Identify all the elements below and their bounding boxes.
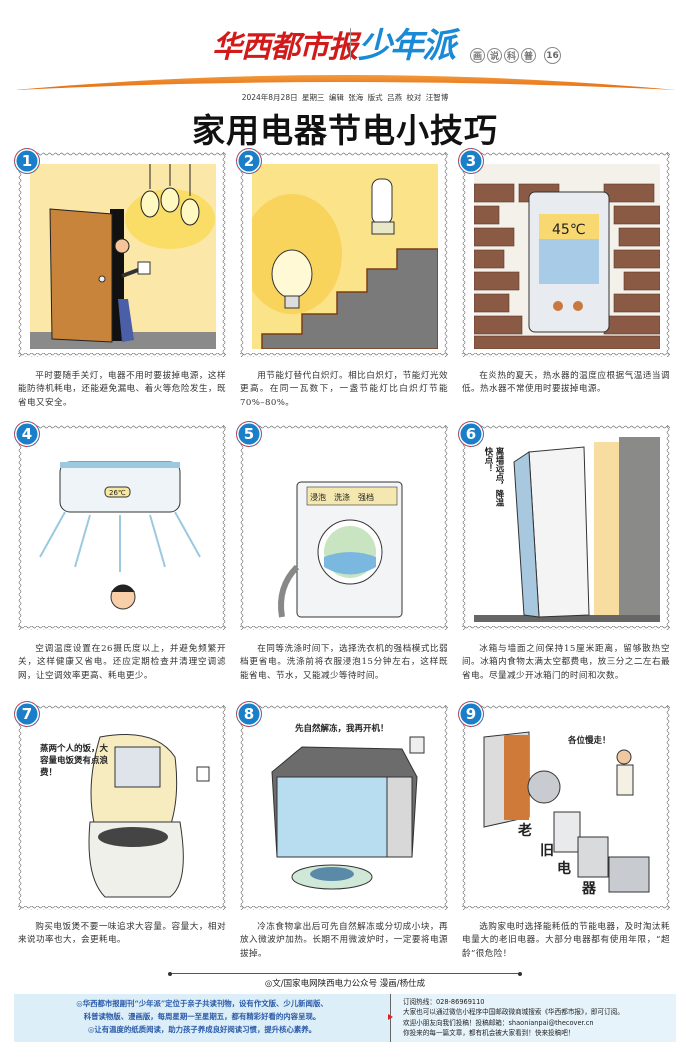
illustration-refrigerator — [474, 437, 660, 622]
speech-bubble: 各位慢走！ — [568, 736, 611, 746]
art-label-char: 器 — [582, 881, 596, 897]
masthead: 华西都市报 少年派 画 说 科 普 16 — [0, 0, 690, 90]
illustration-water-heater: 45℃ — [474, 164, 660, 349]
speech-bubble: 蒸两个人的饭，大容量电饭煲有点浪费！ — [40, 744, 109, 778]
credit-divider — [168, 971, 522, 976]
section-tag: 画 说 科 普 16 — [470, 47, 561, 64]
intro-line: ◎让有温度的纸质阅读，助力孩子养成良好阅读习惯，提升核心素养。 — [87, 1025, 317, 1034]
illustration-bulbs-on-stairs — [252, 164, 438, 349]
page-number: 16 — [544, 47, 561, 64]
illustration-child-switching-off-lights — [30, 164, 216, 349]
speech-bubble: 离墙远点，降温快点！ — [483, 447, 504, 507]
tip-caption: 用节能灯替代白炽灯。相比白炽灯，节能灯光效更高。在同一瓦数下，一盏节能灯比白炽灯… — [240, 371, 448, 408]
tip-caption: 购买电饭煲不要一味追求大容量。容量大，相对来说功率也大，会更耗电。 — [18, 922, 226, 946]
subscription-hotline: 订阅热线：028-86969110 — [403, 998, 485, 1006]
supplement-logo: 少年派 — [358, 26, 456, 66]
tip-caption: 冰箱与墙面之间保持15厘米距离，留够散热空间。冰箱内食物太满太空都费电，放三分之… — [462, 644, 670, 681]
newspaper-logo: 华西都市报 — [212, 30, 358, 65]
intro-line: ◎华西都市报副刊“少年派”定位于亲子共读刊物，设有作文版、少儿新闻版、 — [76, 999, 328, 1008]
panel-number-badge: 6 — [458, 421, 484, 447]
tip-caption: 在炎热的夏天，热水器的温度应根据气温适当调低。热水器不常使用时要拔掉电源。 — [462, 371, 670, 395]
svg-text:45℃: 45℃ — [552, 222, 586, 238]
tip-caption: 选购家电时选择能耗低的节能电器，及时淘汰耗电量大的老旧电器。大部分电器都有使用年… — [462, 922, 670, 959]
subscription-info-box: 订阅热线：028-86969110 大家也可以通过微信小程序中国邮政微商城搜索《… — [388, 994, 676, 1042]
tip-caption: 冷冻食物拿出后可先自然解冻或分切成小块，再放入微波炉加热。长期不用微波炉时，一定… — [240, 922, 448, 959]
panel-number-badge: 2 — [236, 148, 262, 174]
panel-number-badge: 9 — [458, 701, 484, 727]
panel-number-badge: 3 — [458, 148, 484, 174]
illustration-old-appliances — [474, 717, 660, 902]
supplement-intro-box: ◎华西都市报副刊“少年派”定位于亲子共读刊物，设有作文版、少儿新闻版、 科普读物… — [14, 994, 390, 1042]
author-credit: ◎文/国家电网陕西电力公众号 漫画/杨仕成 — [264, 979, 426, 989]
tip-caption: 平时要随手关灯，电器不用时要拔掉电源，这样能防待机耗电，还能避免漏电、着火等危险… — [18, 371, 226, 408]
panel-number-badge: 5 — [236, 421, 262, 447]
illustration-microwave — [252, 717, 438, 902]
submission-email[interactable]: 欢迎小朋友向我们投稿！投稿邮箱：shaonianpai@thecover.cn — [403, 1018, 594, 1027]
section-char: 科 — [504, 48, 519, 63]
tip-caption: 空调温度设置在26摄氏度以上，并避免频繁开关，这样健康又省电。还应定期检查并清理… — [18, 644, 226, 681]
panel-number-badge: 4 — [14, 421, 40, 447]
art-label-char: 旧 — [540, 843, 554, 859]
panel-number-badge: 8 — [236, 701, 262, 727]
tip-caption: 在同等洗涤时间下，选择洗衣机的强档模式比弱档更省电。洗涤前将衣服浸泡15分钟左右… — [240, 644, 448, 681]
page-title: 家用电器节电小技巧 — [192, 111, 498, 150]
section-char: 说 — [487, 48, 502, 63]
intro-line: 科普读物版、漫画版，每周星期一至星期五，都有精彩好看的内容呈现。 — [83, 1012, 321, 1021]
svg-text:浸泡: 浸泡 — [310, 492, 326, 502]
red-arrow-icon — [388, 1014, 393, 1020]
illustration-washing-machine: 浸泡 洗涤 强档 — [252, 437, 438, 622]
section-char: 普 — [521, 48, 536, 63]
submission-encouragement: 你投来的每一篇文章，都有机会被大家看到！快来投稿吧！ — [403, 1029, 575, 1038]
logo-divider — [350, 28, 351, 60]
art-label-char: 电 — [557, 861, 571, 877]
section-char: 画 — [470, 48, 485, 63]
orange-arc-divider — [14, 75, 676, 90]
subscription-method: 大家也可以通过微信小程序中国邮政微商城搜索《华西都市报》，即可订阅。 — [403, 1008, 624, 1017]
svg-text:强档: 强档 — [358, 492, 374, 502]
svg-text:26℃: 26℃ — [109, 489, 126, 497]
dateline: 2024年8月28日 星期三 编辑 张海 版式 吕燕 校对 汪智博 — [241, 93, 449, 102]
panel-number-badge: 7 — [14, 701, 40, 727]
art-label-char: 老 — [518, 823, 532, 839]
panel-number-badge: 1 — [14, 148, 40, 174]
speech-bubble: 先自然解冻，我再开机！ — [295, 724, 389, 734]
illustration-air-conditioner: 26℃ — [30, 437, 216, 622]
illustration-rice-cooker — [30, 717, 216, 902]
svg-text:洗涤: 洗涤 — [334, 492, 350, 502]
